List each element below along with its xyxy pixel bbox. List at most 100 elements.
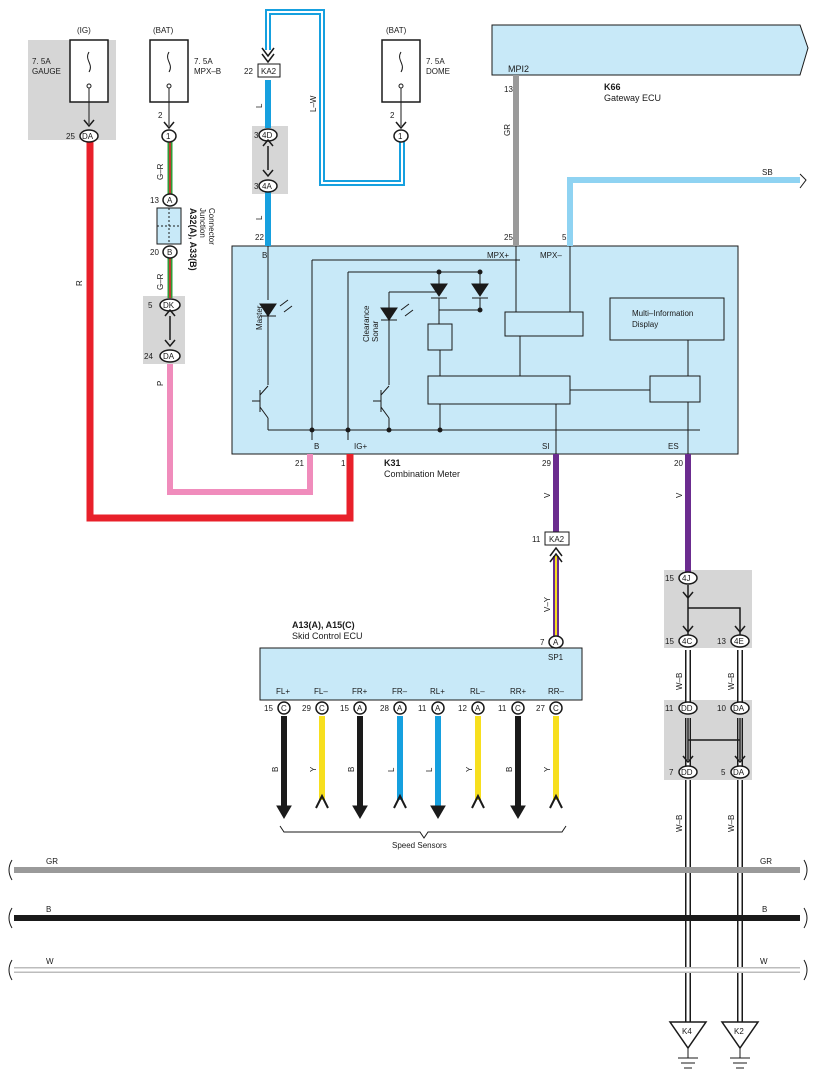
skid-pin-connector	[471, 701, 485, 715]
skid-pin-number: 12	[458, 704, 467, 713]
combo-id: K31	[384, 458, 401, 468]
bus-right-1: GR	[760, 857, 772, 866]
conn-4e-label: 4E	[734, 637, 744, 646]
conn-da-pin: 24	[144, 352, 153, 361]
wire-label-wb-3: W–B	[675, 815, 684, 832]
bus-left-1: GR	[46, 857, 58, 866]
wire-label-vy: V–Y	[543, 596, 552, 612]
bus-lines	[8, 859, 808, 981]
skid-pin-connector	[393, 701, 407, 715]
combo-sonar-label-1: Clearance	[362, 305, 371, 342]
sensor-arrow-up	[471, 793, 485, 809]
conn-sp1-label: A	[553, 638, 559, 647]
conn-ka2-top-label: KA2	[261, 67, 277, 76]
skid-pin-label: FL+	[276, 687, 290, 696]
skid-pin-label: RL–	[470, 687, 485, 696]
conn-4e-pin: 13	[717, 637, 726, 646]
sensor-arrow-down	[276, 805, 292, 819]
wire-label-wb-4: W–B	[727, 815, 736, 832]
wire-label-l-1: L	[255, 103, 264, 108]
conn-4a-pin: 3	[254, 182, 259, 191]
junction-name-2: Connector	[207, 208, 216, 245]
fuse-gauge	[69, 39, 109, 124]
combo-label-b-bot: B	[314, 442, 319, 451]
combo-sonar-label-2: Sonar	[371, 320, 380, 342]
wire-lw-inner	[267, 11, 403, 184]
gateway-id: K66	[604, 82, 621, 92]
sb-break	[799, 173, 807, 189]
combo-pin-mpxp: 25	[504, 233, 513, 242]
skid-pin-conn-label: C	[281, 704, 287, 713]
skid-pin-label: FR–	[392, 687, 408, 696]
conn-4j-pin: 15	[665, 574, 674, 583]
sensor-arrow-down	[510, 805, 526, 819]
skid-pin-conn-label: A	[397, 704, 403, 713]
wire-label-p: P	[156, 381, 165, 386]
conn-da2-pin: 5	[721, 768, 726, 777]
skid-pin-conn-label: A	[357, 704, 363, 713]
skid-pin-label: FL–	[314, 687, 328, 696]
wire-p	[167, 364, 313, 495]
sensor-arrow-down	[352, 805, 368, 819]
combo-pin-si: 29	[542, 459, 551, 468]
junction-conn-a: A	[167, 196, 173, 205]
gateway-ecu-box	[491, 24, 809, 76]
skid-pin-number: 27	[536, 704, 545, 713]
sensor-wire-label: Y	[543, 766, 552, 772]
skid-pin-conn-label: C	[515, 704, 521, 713]
skid-pin-label: RR–	[548, 687, 565, 696]
skid-pin-label: RR+	[510, 687, 527, 696]
conn-ka2-mid-pin: 11	[532, 535, 541, 544]
conn-gauge-da	[79, 119, 99, 143]
junction-connector	[156, 193, 182, 259]
bus-left-3: W	[46, 957, 54, 966]
skid-pin-group: FL+C15BFL–C29YFR+A15BFR–A28LRL+A11LRL–A1…	[264, 687, 565, 819]
conn-dome-1-label: 1	[398, 132, 403, 141]
skid-pin-label: FR+	[352, 687, 368, 696]
skid-pin-conn-label: A	[475, 704, 481, 713]
bus-right-3: W	[760, 957, 768, 966]
fuse-mpxb	[149, 39, 189, 126]
conn-dd2-pin: 7	[669, 768, 674, 777]
combo-master-label: Master	[255, 305, 264, 330]
ground-k4-label: K4	[682, 1027, 692, 1036]
combo-name: Combination Meter	[384, 469, 460, 479]
junction-conn-b: B	[167, 248, 172, 257]
sensor-wire-label: B	[505, 767, 514, 772]
conn-dk-label: DK	[163, 301, 175, 310]
conn-da1-pin: 10	[717, 704, 726, 713]
fuse-mpxb-rating: 7. 5A	[194, 57, 213, 66]
sensor-wire-label: L	[425, 767, 434, 772]
conn-ka2-top	[257, 47, 281, 78]
skid-pin-connector	[315, 701, 329, 715]
splice-dd-lines	[687, 718, 741, 760]
wire-label-v-2: V	[675, 492, 684, 498]
fuse-dome-source: (BAT)	[386, 26, 407, 35]
combo-label-mpxm: MPX–	[540, 251, 562, 260]
skid-pin-connector	[511, 701, 525, 715]
skid-pin-number: 15	[340, 704, 349, 713]
combo-label-es: ES	[668, 442, 679, 451]
junction-name-1: Junction	[198, 208, 207, 238]
wire-label-gr: GR	[503, 124, 512, 136]
conn-dd1-pin: 11	[665, 704, 674, 713]
wire-label-lw: L–W	[309, 95, 318, 112]
splice-4j-lines	[687, 585, 741, 635]
sensor-arrow-up	[315, 793, 329, 809]
speed-sensors-brace	[279, 825, 567, 839]
skid-pin-conn-label: C	[319, 704, 325, 713]
combo-pin-ig: 1	[341, 459, 346, 468]
conn-mpxb-1	[161, 121, 177, 143]
ground-k2	[720, 1021, 760, 1069]
conn-right-splices	[678, 571, 750, 779]
ground-k2-label: K2	[734, 1027, 744, 1036]
conn-dk-pin: 5	[148, 301, 153, 310]
fuse-gauge-rating: 7. 5A	[32, 57, 51, 66]
wire-label-wb-1: W–B	[675, 673, 684, 690]
conn-4c-pin: 15	[665, 637, 674, 646]
fuse-mpxb-name: MPX–B	[194, 67, 221, 76]
skid-name: Skid Control ECU	[292, 631, 363, 641]
conn-4d-4a	[258, 128, 278, 193]
conn-sp1-pin: 7	[540, 638, 545, 647]
